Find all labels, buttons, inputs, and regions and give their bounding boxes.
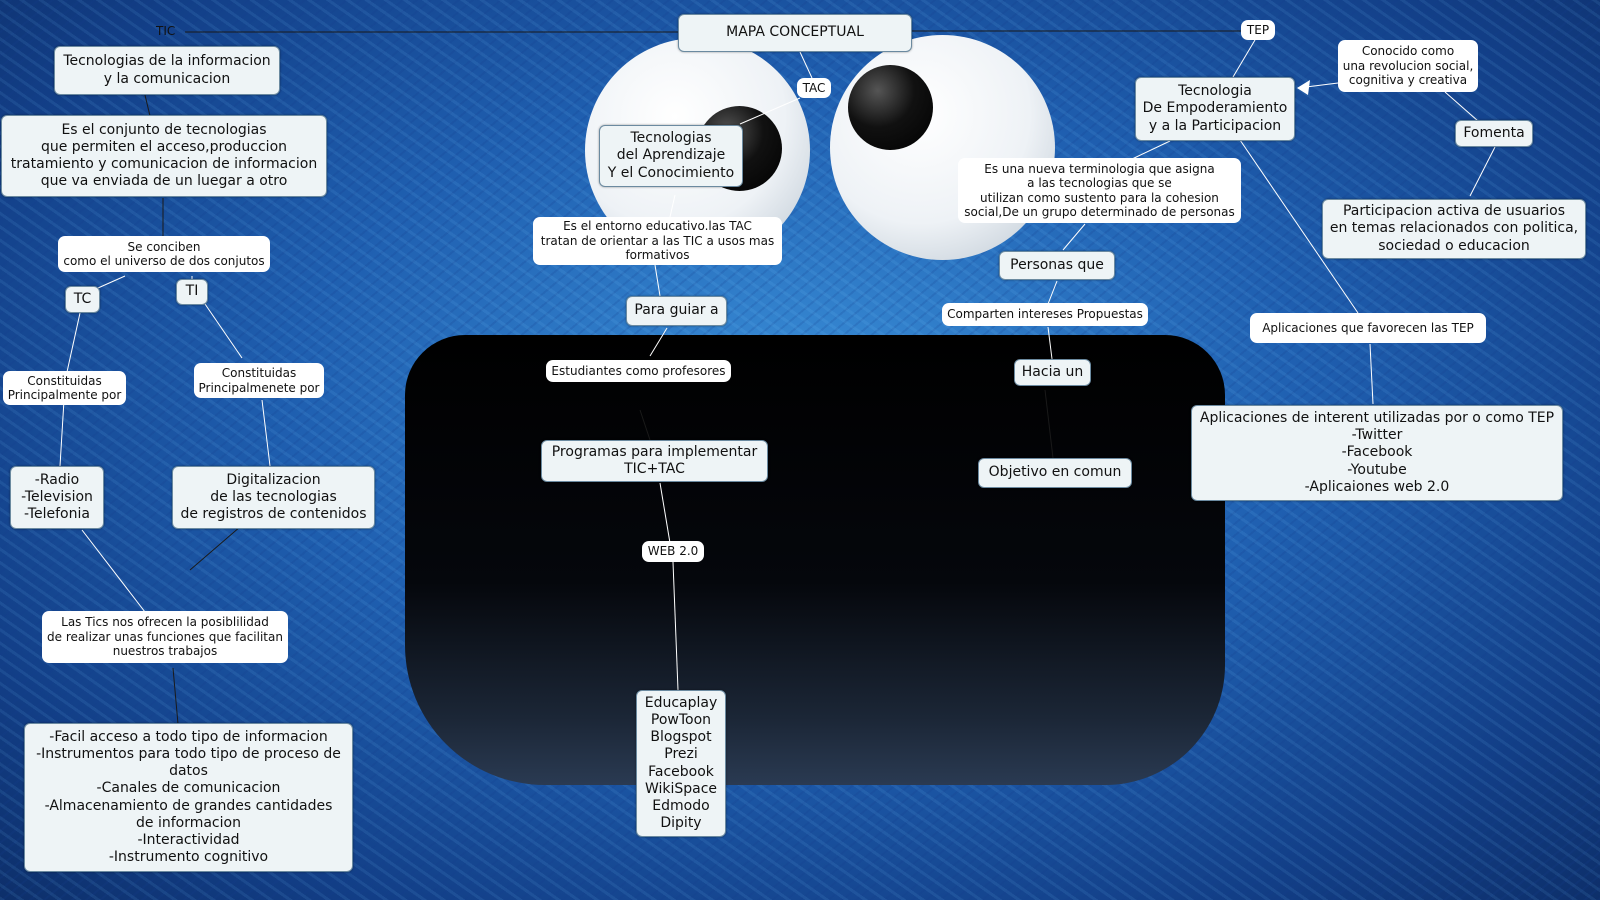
se-conciben-label: Se conciben como el universo de dos conj… <box>58 236 270 272</box>
objetivo-comun-box: Objetivo en comun <box>978 458 1132 488</box>
ti-constituidas-label: Constituidas Principalmenete por <box>194 363 324 398</box>
tep-top-label: TEP <box>1241 20 1275 40</box>
tic-definition-box: Es el conjunto de tecnologias que permit… <box>1 115 327 197</box>
right-pupil <box>848 65 933 150</box>
programas-box: Programas para implementar TIC+TAC <box>541 440 768 482</box>
tep-definition-label: Es una nueva terminologia que asigna a l… <box>958 158 1241 223</box>
tic-top-label: TIC <box>156 24 176 38</box>
estudiantes-label: Estudiantes como profesores <box>546 360 731 382</box>
comparten-label: Comparten intereses Propuestas <box>942 303 1148 326</box>
ti-list-box: Digitalizacion de las tecnologias de reg… <box>172 466 375 529</box>
tic-name-box: Tecnologias de la informacion y la comun… <box>54 46 280 95</box>
monster-mouth <box>405 335 1225 785</box>
personas-que-box: Personas que <box>999 251 1115 280</box>
tac-name-box: Tecnologias del Aprendizaje Y el Conocim… <box>599 125 743 187</box>
para-guiar-box: Para guiar a <box>626 296 727 326</box>
web20-label: WEB 2.0 <box>642 541 704 562</box>
tac-definition-label: Es el entorno educativo.las TAC tratan d… <box>533 217 782 265</box>
tics-ofrecen-label: Las Tics nos ofrecen la posiblilidad de … <box>42 611 288 663</box>
web-tools-box: Educaplay PowToon Blogspot Prezi Faceboo… <box>636 690 726 837</box>
tic-functions-box: -Facil acceso a todo tipo de informacion… <box>24 723 353 872</box>
ti-box: TI <box>176 279 208 305</box>
map-title: MAPA CONCEPTUAL <box>678 14 912 52</box>
fomenta-box: Fomenta <box>1455 120 1533 147</box>
tep-participacion-box: Participacion activa de usuarios en tema… <box>1322 199 1586 259</box>
tc-list-box: -Radio -Television -Telefonia <box>10 466 104 529</box>
tep-apps-box: Aplicaciones de interent utilizadas por … <box>1191 405 1563 501</box>
tep-name-box: Tecnologia De Empoderamiento y a la Part… <box>1135 77 1295 141</box>
tep-conocido-label: Conocido como una revolucion social, cog… <box>1338 40 1478 92</box>
hacia-un-box: Hacia un <box>1014 359 1091 386</box>
tac-top-label: TAC <box>797 78 831 98</box>
tc-constituidas-label: Constituidas Principalmente por <box>3 371 126 405</box>
tc-box: TC <box>65 286 100 313</box>
apps-favorecen-label: Aplicaciones que favorecen las TEP <box>1250 313 1486 343</box>
